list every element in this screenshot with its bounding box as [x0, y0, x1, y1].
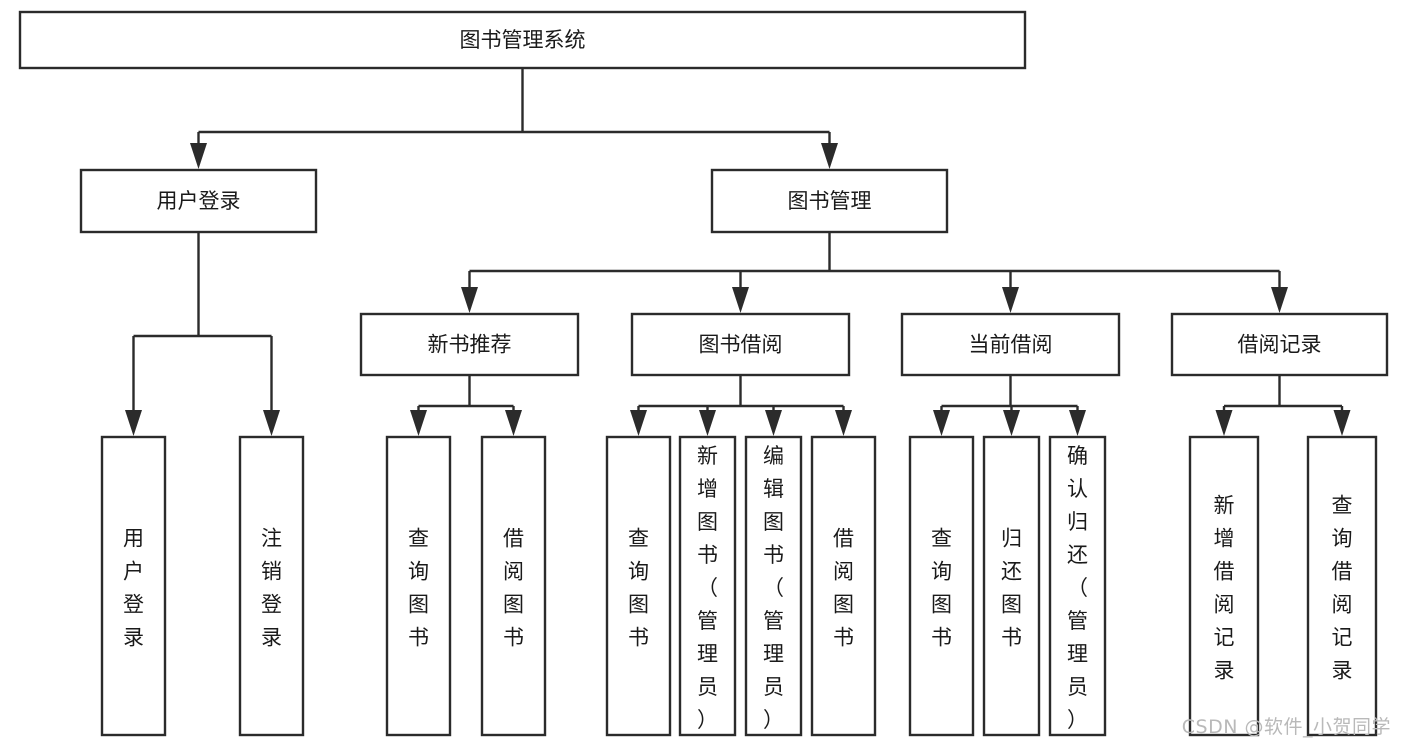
node-leaf_borrow_add[interactable]: 新增图书（管理员） [678, 435, 737, 737]
node-label: 归还图书 [1001, 527, 1022, 650]
arrow-head [1271, 287, 1288, 313]
node-box[interactable] [605, 435, 672, 737]
node-box[interactable] [710, 168, 949, 234]
connector-group-n_user_login [125, 232, 280, 436]
node-n_borrow_record[interactable]: 借阅记录 [1170, 312, 1389, 377]
arrow-head [630, 410, 647, 436]
node-label: 用户登录 [123, 527, 144, 650]
node-box[interactable] [744, 435, 803, 737]
node-label: 查询图书 [931, 527, 952, 650]
node-leaf_cur_query[interactable]: 查询图书 [908, 435, 975, 737]
arrow-head [1069, 410, 1086, 436]
node-label: 编辑图书（管理员） [763, 444, 784, 732]
node-box[interactable] [1170, 312, 1389, 377]
node-leaf_rec_search[interactable]: 查询借阅记录 [1306, 435, 1378, 737]
node-label: 查询图书 [628, 527, 649, 650]
node-box[interactable] [238, 435, 305, 737]
arrow-head [835, 410, 852, 436]
arrow-head [125, 410, 142, 436]
node-label: 查询借阅记录 [1332, 494, 1353, 683]
node-box[interactable] [385, 435, 452, 737]
node-leaf_cur_confirm[interactable]: 确认归还（管理员） [1048, 435, 1107, 737]
node-label: 确认归还（管理员） [1067, 444, 1088, 732]
node-label: 新增图书（管理员） [697, 444, 718, 732]
node-n_current_borrow[interactable]: 当前借阅 [900, 312, 1121, 377]
node-label: 新书推荐 [428, 333, 512, 357]
node-box[interactable] [1188, 435, 1260, 737]
arrow-head [821, 143, 838, 169]
node-leaf_user_login[interactable]: 用户登录 [100, 435, 167, 737]
node-leaf_rec_add[interactable]: 新增借阅记录 [1188, 435, 1260, 737]
connector-group-n_current_borrow [933, 375, 1086, 436]
node-box[interactable] [359, 312, 580, 377]
arrow-head [1215, 410, 1233, 436]
arrow-head [933, 410, 950, 436]
connector-group-n_borrow_record [1215, 375, 1351, 436]
connector-group-root [190, 68, 838, 169]
node-label: 图书管理 [788, 189, 872, 213]
arrow-head [410, 410, 427, 436]
node-label: 图书借阅 [699, 333, 783, 357]
arrow-head [461, 287, 478, 313]
node-leaf_cur_return[interactable]: 归还图书 [982, 435, 1041, 737]
node-box[interactable] [1048, 435, 1107, 737]
arrow-head [190, 143, 207, 169]
node-label: 借阅图书 [503, 527, 524, 650]
connector-group-n_book_borrow [630, 375, 852, 436]
node-label: 当前借阅 [969, 333, 1053, 357]
node-label: 借阅图书 [833, 527, 854, 650]
node-box[interactable] [1306, 435, 1378, 737]
node-box[interactable] [678, 435, 737, 737]
node-box[interactable] [810, 435, 877, 737]
connector-group-n_new_book_rec [410, 375, 522, 436]
node-leaf_rec_borrow[interactable]: 借阅图书 [480, 435, 547, 737]
node-leaf_user_logout[interactable]: 注销登录 [238, 435, 305, 737]
arrow-head [732, 287, 749, 313]
node-label: 注销登录 [261, 527, 282, 650]
node-layer: 图书管理系统用户登录图书管理新书推荐图书借阅当前借阅借阅记录用户登录注销登录查询… [18, 10, 1389, 737]
arrow-head [1003, 410, 1020, 436]
node-leaf_borrow_edit[interactable]: 编辑图书（管理员） [744, 435, 803, 737]
node-leaf_rec_query[interactable]: 查询图书 [385, 435, 452, 737]
node-box[interactable] [908, 435, 975, 737]
node-n_book_mgmt[interactable]: 图书管理 [710, 168, 949, 234]
arrow-head [263, 410, 280, 436]
arrow-head [1333, 410, 1351, 436]
connector-layer [125, 68, 1351, 436]
node-box[interactable] [982, 435, 1041, 737]
node-box[interactable] [630, 312, 851, 377]
node-label: 查询图书 [408, 527, 429, 650]
node-label: 用户登录 [157, 189, 241, 213]
connector-group-n_book_mgmt [461, 232, 1288, 313]
arrow-head [765, 410, 782, 436]
node-label: 借阅记录 [1238, 333, 1322, 357]
node-box[interactable] [100, 435, 167, 737]
node-label: 图书管理系统 [460, 28, 586, 52]
node-n_new_book_rec[interactable]: 新书推荐 [359, 312, 580, 377]
node-leaf_borrow_do[interactable]: 借阅图书 [810, 435, 877, 737]
node-n_book_borrow[interactable]: 图书借阅 [630, 312, 851, 377]
node-box[interactable] [480, 435, 547, 737]
arrow-head [505, 410, 522, 436]
node-label: 新增借阅记录 [1214, 494, 1235, 683]
node-root[interactable]: 图书管理系统 [18, 10, 1027, 70]
node-box[interactable] [18, 10, 1027, 70]
node-box[interactable] [900, 312, 1121, 377]
node-box[interactable] [79, 168, 318, 234]
arrow-head [1002, 287, 1019, 313]
arrow-head [699, 410, 716, 436]
node-leaf_borrow_query[interactable]: 查询图书 [605, 435, 672, 737]
node-n_user_login[interactable]: 用户登录 [79, 168, 318, 234]
